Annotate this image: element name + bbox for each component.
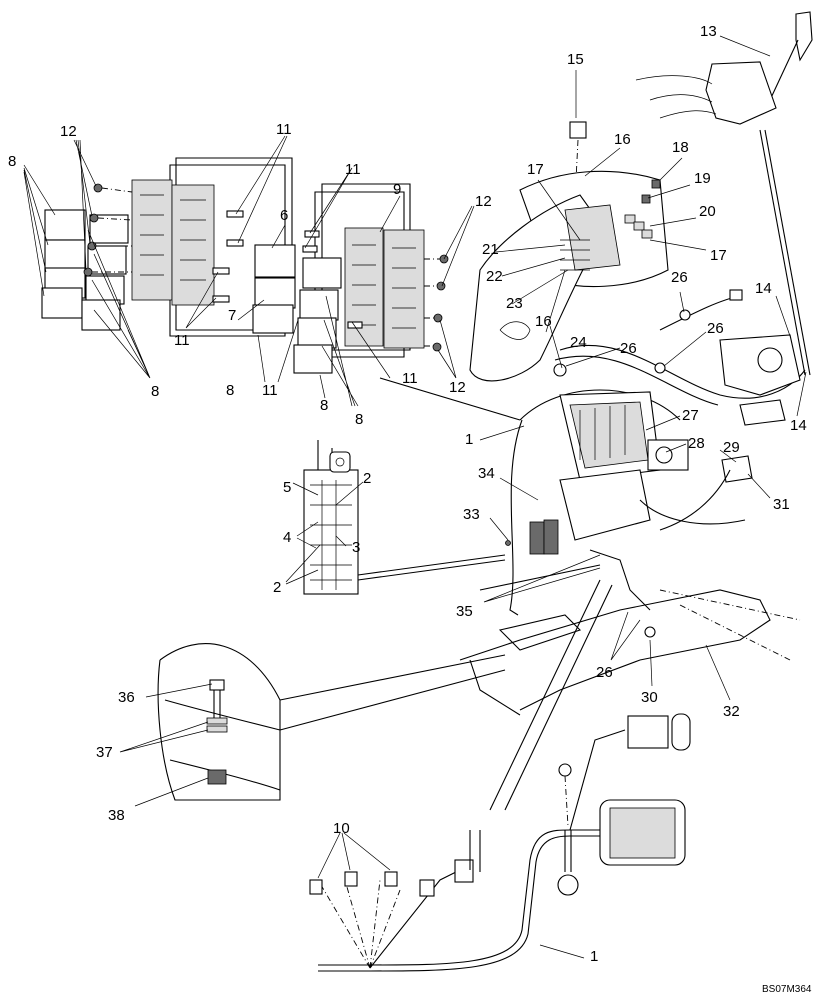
callout-12b: 12 — [475, 193, 492, 210]
steering-column-switch — [635, 11, 813, 376]
callout-12c: 12 — [449, 379, 466, 396]
callout-38: 38 — [108, 807, 125, 824]
callout-12a: 12 — [60, 123, 77, 140]
callout-27: 27 — [682, 407, 699, 424]
callout-26c: 26 — [620, 340, 637, 357]
callout-1a: 1 — [465, 431, 473, 448]
fuse-block — [303, 440, 506, 595]
callout-2a: 2 — [363, 470, 371, 487]
callout-35: 35 — [456, 603, 473, 620]
figure-code: BS07M364 — [762, 984, 812, 995]
callout-28: 28 — [688, 435, 705, 452]
callout-8e: 8 — [355, 411, 363, 428]
callout-33: 33 — [463, 506, 480, 523]
callout-11e: 11 — [262, 382, 278, 399]
callout-18: 18 — [672, 139, 689, 156]
callout-11b: 11 — [345, 161, 361, 178]
lower-harness — [309, 713, 691, 972]
dash-fuse-panel — [469, 121, 669, 382]
callout-16a: 16 — [614, 131, 631, 148]
callout-16b: 16 — [535, 313, 552, 330]
relay-stack-left — [41, 209, 129, 331]
callout-14a: 14 — [755, 280, 772, 297]
left-relay-assembly — [41, 157, 293, 337]
inset-detail — [157, 643, 506, 801]
harness-right-upper — [553, 289, 806, 426]
main-console — [505, 389, 753, 638]
callout-21: 21 — [482, 241, 499, 258]
callout-6: 6 — [280, 207, 288, 224]
relay-sockets-left — [131, 179, 215, 306]
callout-24: 24 — [570, 334, 587, 351]
callout-8b: 8 — [151, 383, 159, 400]
callout-13: 13 — [700, 23, 717, 40]
callout-11a: 11 — [276, 121, 292, 138]
callout-14b: 14 — [790, 417, 807, 434]
callout-32: 32 — [723, 703, 740, 720]
callout-20: 20 — [699, 203, 716, 220]
callout-8c: 8 — [226, 382, 234, 399]
callout-8a: 8 — [8, 153, 16, 170]
callout-36: 36 — [118, 689, 135, 706]
callout-2b: 2 — [273, 579, 281, 596]
callout-7: 7 — [228, 307, 236, 324]
callout-15: 15 — [567, 51, 584, 68]
callout-31: 31 — [773, 496, 790, 513]
callout-29: 29 — [723, 439, 740, 456]
callout-8d: 8 — [320, 397, 328, 414]
callout-9: 9 — [393, 181, 401, 198]
callout-5: 5 — [283, 479, 291, 496]
callout-37: 37 — [96, 744, 113, 761]
connection-lines — [379, 377, 613, 811]
callout-11c: 11 — [174, 332, 190, 349]
callout-labels: 13 15 12 11 16 18 8 11 17 19 9 12 20 6 2… — [8, 23, 812, 995]
callout-11d: 11 — [402, 370, 418, 387]
callout-17b: 17 — [710, 247, 727, 264]
callout-23: 23 — [506, 295, 523, 312]
callout-26a: 26 — [671, 269, 688, 286]
callout-1b: 1 — [590, 948, 598, 965]
callout-34: 34 — [478, 465, 495, 482]
callout-3: 3 — [352, 539, 360, 556]
callout-19: 19 — [694, 170, 711, 187]
callout-22: 22 — [486, 268, 503, 285]
callout-26b: 26 — [707, 320, 724, 337]
callout-30: 30 — [641, 689, 658, 706]
leader-lines — [23, 35, 807, 959]
callout-17a: 17 — [527, 161, 544, 178]
callout-10: 10 — [333, 820, 350, 837]
floor-pan — [459, 589, 801, 716]
callout-4: 4 — [283, 529, 291, 546]
callout-26d: 26 — [596, 664, 613, 681]
